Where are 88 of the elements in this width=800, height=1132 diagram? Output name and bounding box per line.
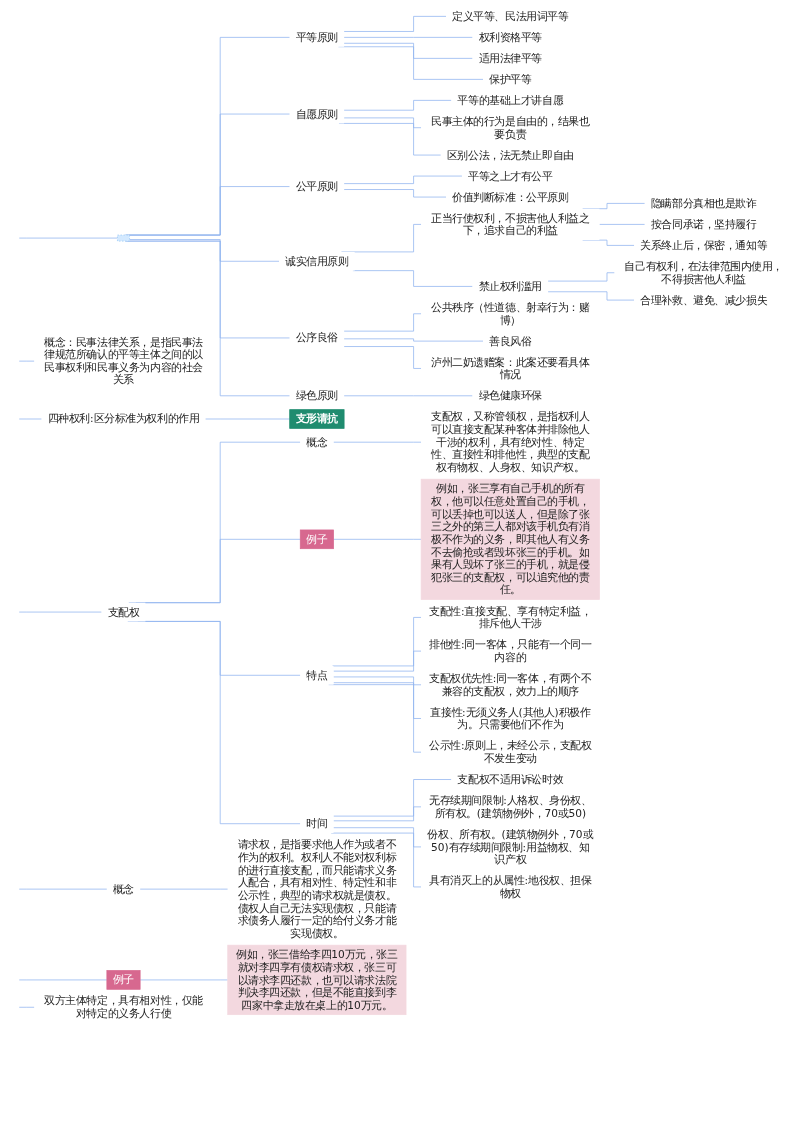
node-text: 概念：民事法律关系，是指民事法律规范所确认的平等主体之间的以民事权利和民事义务为内容的社会关系: [44, 335, 203, 386]
node-text: 绿色原则: [295, 389, 339, 402]
connector: [333, 827, 422, 848]
node-box: [117, 234, 130, 242]
node-text: 泸州二奶遗赠案：此案还要看具体情况: [430, 355, 590, 381]
connector: [333, 441, 422, 443]
node-text: 公共秩序（性道德、射幸行为：赌博）: [430, 301, 590, 326]
node-text: 定义平等、民法用词平等: [452, 10, 569, 23]
node-text: 支配性:直接支配、享有特定利益，排斥他人干涉: [429, 604, 592, 630]
connector: [18, 611, 102, 613]
node-text: 四种权利:区分标准为权利的作用: [47, 412, 200, 425]
node-text: 善良风俗: [489, 334, 532, 347]
connector: [18, 237, 118, 239]
node-text: 权利资格平等: [478, 31, 543, 44]
connector: [547, 272, 615, 282]
node-text: 直接性:无须义务人(其他人)积极作为。只需要他们不作为: [430, 705, 591, 731]
node-text: 支配权，又称管领权，是指权利人可以直接支配某种客体并排除他人干涉的权利，具有绝对性、特定性、直接性和排他性，典型的支配权有物权、人身权、知识产权。: [430, 410, 590, 474]
node-box: 例如，张三享有自己手机的所有权，他可以任意处置自己的手机，可以丢掉也可以送人，但是除了张三之外的第三人都对该手机负有消极不作为的义务，即其他人有义务不去偷抢或者毁坏张三的手机。如果有人毁坏了张三的手机，就是侵犯张三的支配权，可以追究他的责任。: [420, 478, 600, 600]
node-text: 按合同承诺，坚持履行: [650, 218, 757, 231]
connector: [139, 888, 229, 890]
node-text: 公示性:原则上，未经公示，支配权不发生变动: [429, 739, 592, 765]
node-text: 支配权优先性:同一客体，有两个不兼容的支配权，效力上的顺序: [429, 672, 592, 697]
node-text: 排他性:同一客体，只能有一个同一内容的: [429, 638, 592, 664]
connector: [333, 650, 422, 672]
connector: [343, 100, 452, 111]
node-box: 支形请抗: [289, 409, 345, 429]
node-text: 自愿原则: [295, 107, 339, 120]
connector: [343, 346, 422, 369]
node-text: 平等原则: [295, 31, 339, 44]
connector: [18, 1006, 35, 1008]
node-box: 例子: [299, 529, 334, 550]
node-text: 概念: [112, 882, 135, 895]
connector: [343, 313, 422, 332]
connector: [343, 189, 447, 198]
node-text: 民事主体的行为是自由的，结果也要负责: [430, 115, 590, 140]
connector: [18, 888, 108, 890]
connector: [18, 418, 42, 420]
connector: [128, 186, 291, 236]
node-text: 绿色健康环保: [478, 389, 543, 402]
node-box: 例如，张三借给李四10万元，张三就对李四享有债权请求权，张三可以请求李四还款，也可以请求法院判决李四还款，但是不能直接到李四家中拿走放在桌上的10万元。: [227, 944, 407, 1016]
connector: [18, 979, 108, 981]
connector: [343, 338, 484, 342]
node-text: 无存续期间限制:人格权、身份权、所有权。(建筑物例外，70或50): [429, 794, 592, 819]
node-text: 平等之上才有公平: [467, 169, 553, 182]
node-text: 自己有权利，在法律范围内使用，不得损害他人利益: [624, 260, 784, 285]
node-text: 区别公法，法无禁止即自由: [446, 148, 574, 161]
connector: [333, 682, 422, 719]
connector: [352, 270, 473, 287]
connector: [125, 113, 291, 236]
connector: [547, 291, 635, 301]
node-text: 诚实信用原则: [285, 254, 349, 268]
connector: [333, 676, 422, 686]
connector: [343, 16, 447, 32]
node-text: 禁止权利滥用: [478, 280, 543, 293]
node-text: 支配权不适用诉讼时效: [457, 773, 564, 786]
connector: [124, 37, 291, 236]
node-text: 特点: [306, 668, 328, 682]
connector: [139, 979, 229, 981]
connector: [599, 224, 646, 225]
node-text: 关系终止后，保密，通知等: [640, 239, 768, 252]
node-text: 概念: [306, 435, 328, 448]
node-text: 具有消灭上的从属性:地役权、担保物权: [429, 874, 592, 900]
node-text: 保护平等: [489, 73, 532, 86]
connector: [124, 240, 291, 397]
node-text: 适用法律平等: [478, 52, 543, 65]
connector: [332, 617, 422, 667]
connector: [343, 395, 473, 397]
connector: [343, 117, 422, 129]
node-text: 价值判断标准：公平原则: [452, 190, 569, 203]
node-text: 双方主体特定，具有相对性，仅能对特定的义务人行使: [44, 994, 203, 1020]
node-text: 时间: [306, 817, 328, 830]
connector: [333, 538, 422, 540]
connector: [343, 42, 473, 59]
connector: [343, 37, 473, 38]
node-text: 公平原则: [295, 180, 339, 193]
connector: [333, 806, 422, 822]
node-text: 请求权，是指要求他人作为或者不作为的权利。权利人不能对权利标的进行直接支配，而只能请求义务人配合，具有相对性、特定性和非公示性，典型的请求权就是债权。债权人自己无法实现债权，只能请求债务人履行一定的给付义务才能实现债权。: [237, 838, 397, 940]
connector: [205, 418, 291, 420]
connector: [333, 779, 452, 817]
node-text: 份权、所有权。(建筑物例外，70或50)有存续期间限制:用益物权、知识产权: [427, 827, 594, 866]
connector: [343, 175, 463, 184]
node-text: 公序良俗: [295, 331, 339, 344]
node-text: 隐瞒部分真相也是欺诈: [650, 197, 757, 210]
connector: [18, 360, 35, 362]
node-text: 平等的基础上才讲自愿: [457, 94, 564, 107]
node-text: 合理补救、避免、减少损失: [640, 293, 768, 306]
connector: [129, 239, 280, 262]
node-box: 例子: [106, 970, 141, 990]
